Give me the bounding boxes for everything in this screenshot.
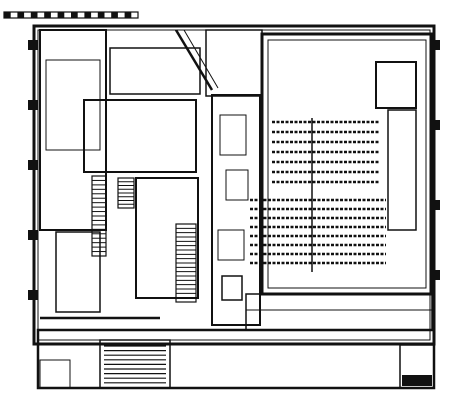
scale-tick [30,12,38,18]
outer-walls [28,24,440,346]
stair-tread-frame [91,175,107,257]
scale-tick [17,12,25,18]
scale-tick [84,12,92,18]
stair-tread-frame [175,223,197,303]
scale-tick [71,12,78,18]
entrance-wing [36,328,436,390]
lobby [245,293,433,331]
left-rooms [39,29,160,320]
scale-tick [57,12,65,18]
scale-tick [111,12,118,18]
seating-rows [250,120,386,265]
scale-bar [3,11,139,19]
scale-tick [97,12,105,18]
stair-tread-frame [117,177,135,209]
central-block [83,29,219,303]
auditorium [250,32,434,296]
scale-tick [124,12,132,18]
scale-tick [44,12,51,18]
scale-tick [4,12,11,18]
service-core [205,29,263,326]
